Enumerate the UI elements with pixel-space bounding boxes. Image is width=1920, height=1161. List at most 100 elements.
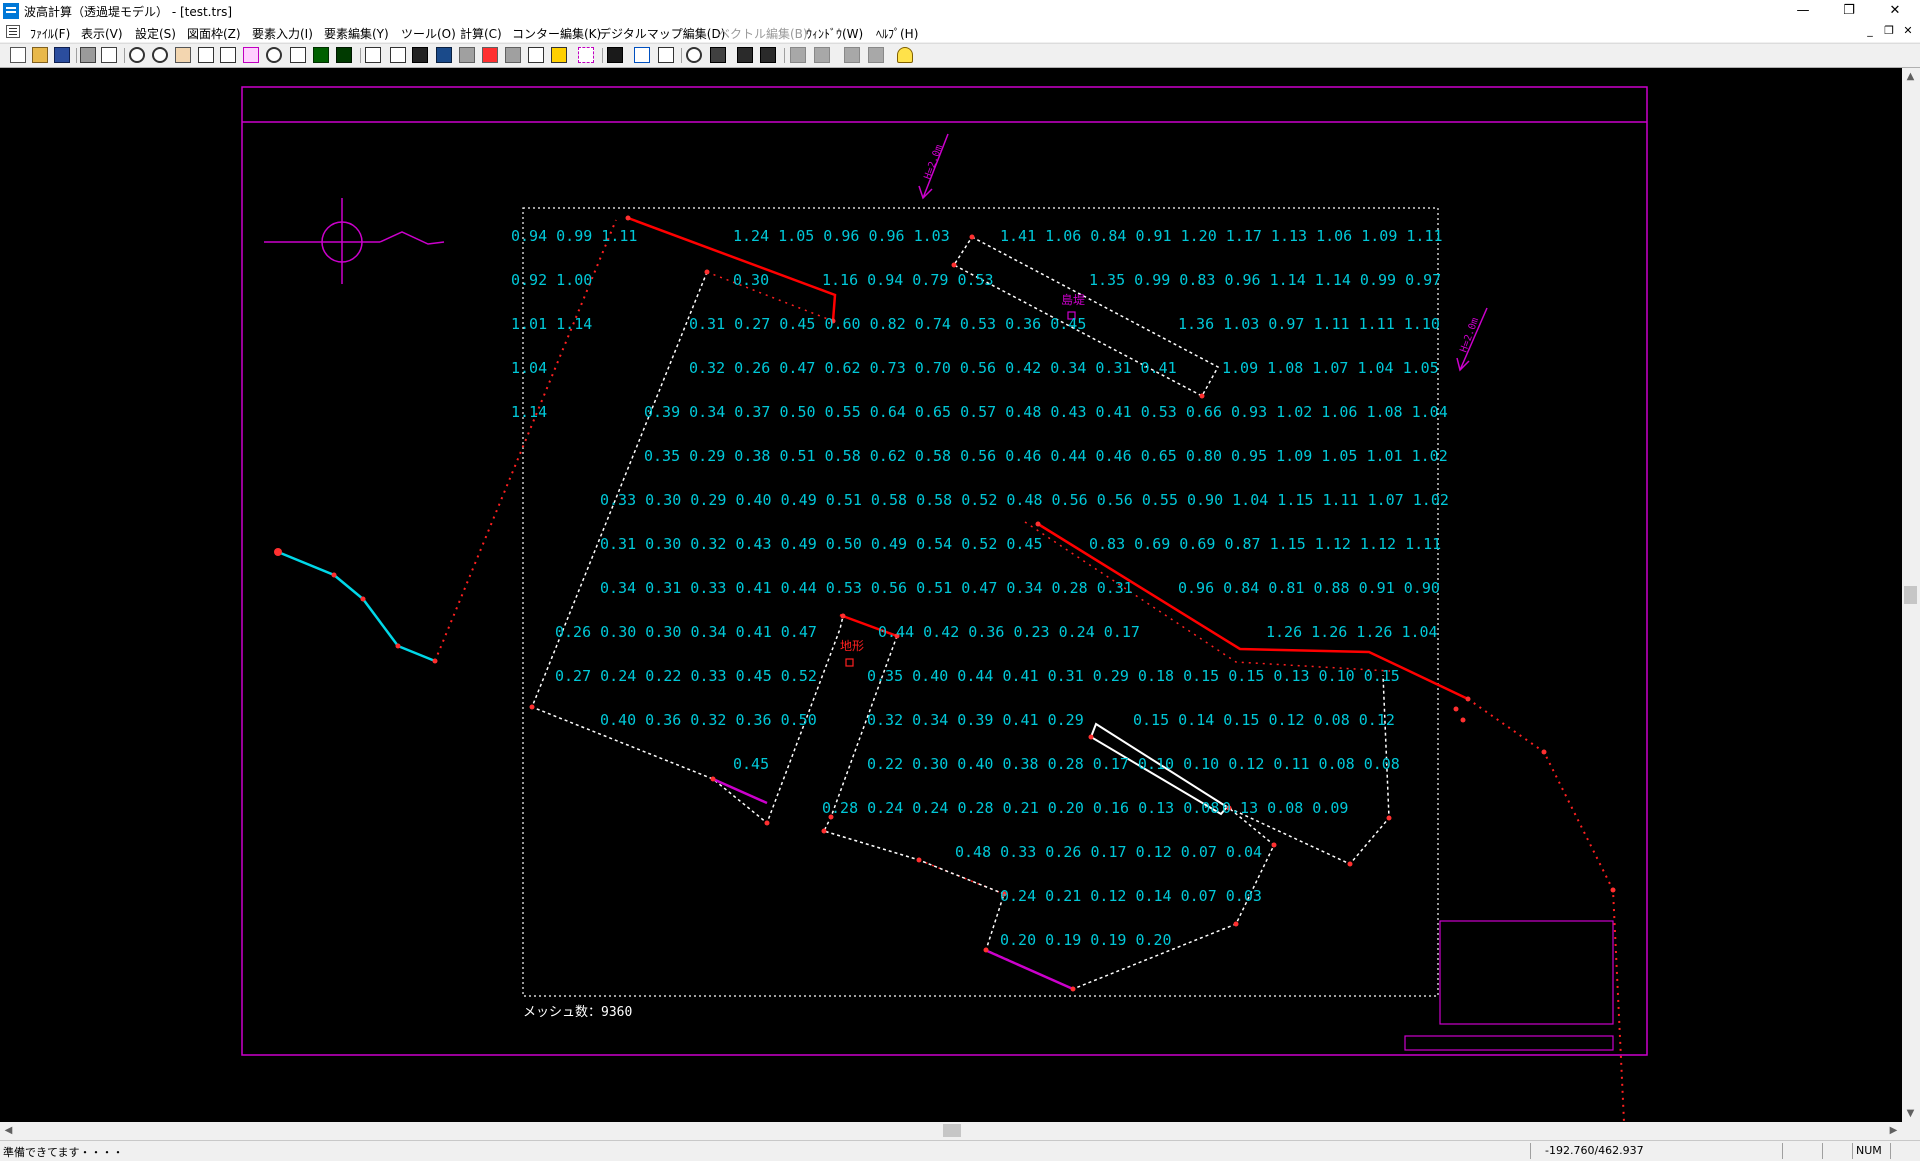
mdi-restore-button[interactable]: ❐ — [1884, 24, 1894, 37]
open-folder-icon[interactable] — [32, 47, 48, 63]
save-icon[interactable] — [54, 47, 70, 63]
color-map-icon[interactable] — [482, 47, 498, 63]
value-row-14b: 0.13 0.08 0.09 — [1222, 799, 1348, 817]
value-row-1b: 1.24 1.05 0.96 0.96 1.03 — [733, 227, 950, 245]
grid-green-icon[interactable] — [313, 47, 329, 63]
color-legend-icon[interactable] — [551, 47, 567, 63]
grid-dark-icon[interactable] — [336, 47, 352, 63]
gray-fill-icon[interactable] — [505, 47, 521, 63]
restore-button[interactable]: ❐ — [1843, 3, 1855, 18]
digital-map-icon[interactable] — [737, 47, 753, 63]
island-outline-right — [1228, 674, 1390, 865]
value-row-17: 0.20 0.19 0.19 0.20 — [1000, 931, 1172, 949]
close-button[interactable]: ✕ — [1889, 3, 1901, 18]
vector-tool-1-icon[interactable] — [790, 47, 806, 63]
terrain-outline-bottom — [822, 635, 1275, 990]
menu-contour-edit[interactable]: コンター編集(K) — [512, 27, 602, 41]
value-row-8b: 0.83 0.69 0.69 0.87 1.15 1.12 1.12 1.11 — [1089, 535, 1441, 553]
shoreline — [277, 550, 436, 663]
value-row-4c: 1.09 1.08 1.07 1.04 1.05 — [1222, 359, 1439, 377]
gray-block-icon[interactable] — [459, 47, 475, 63]
horizontal-scroll-thumb[interactable] — [943, 1124, 961, 1137]
layer-list-icon[interactable] — [528, 47, 544, 63]
drawing-frame — [241, 86, 1648, 1056]
vector-tool-2-icon[interactable] — [814, 47, 830, 63]
print-icon[interactable] — [80, 47, 96, 63]
dtc-icon[interactable] — [658, 47, 674, 63]
value-row-2c: 1.16 0.94 0.79 0.53 — [822, 271, 994, 289]
menu-help[interactable]: ﾍﾙﾌﾟ(H) — [876, 27, 919, 41]
scroll-left-arrow-icon[interactable]: ◀ — [4, 1125, 13, 1136]
value-row-5a: 1.14 — [511, 403, 547, 421]
vertical-scroll-thumb[interactable] — [1904, 586, 1917, 604]
boundary-dotted-right — [1467, 698, 1625, 1123]
island-breakwater-outline — [952, 236, 1220, 398]
menu-calculation[interactable]: 計算(C) — [460, 27, 502, 41]
drawing-canvas[interactable]: H=2.0m H=2.0m 島堤 地形 — [0, 68, 1902, 1123]
horizontal-scrollbar[interactable]: ◀ ▶ — [0, 1122, 1902, 1139]
menu-window[interactable]: ｳｨﾝﾄﾞｳ(W) — [806, 27, 864, 41]
print-preview-icon[interactable] — [101, 47, 117, 63]
help-icon[interactable] — [897, 47, 913, 63]
zoom-all-icon[interactable] — [198, 47, 214, 63]
mesh-icon[interactable] — [436, 47, 452, 63]
value-row-7: 0.33 0.30 0.29 0.40 0.49 0.51 0.58 0.58 … — [600, 491, 1449, 509]
menu-settings[interactable]: 設定(S) — [135, 27, 176, 41]
wave-height-drawing[interactable]: H=2.0m H=2.0m 島堤 地形 — [0, 68, 1902, 1123]
menu-file[interactable]: ﾌｧｲﾙ(F) — [30, 27, 71, 41]
scroll-up-arrow-icon[interactable]: ▲ — [1906, 71, 1915, 82]
contour-icon[interactable] — [686, 47, 702, 63]
title-block-box — [1439, 920, 1614, 1025]
value-row-3c: 1.36 1.03 0.97 1.11 1.11 1.10 — [1178, 315, 1440, 333]
toolbar — [0, 43, 1920, 68]
island-marker-icon — [1067, 311, 1076, 320]
cal-icon[interactable] — [634, 47, 650, 63]
minimize-button[interactable]: — — [1796, 3, 1810, 18]
menu-digital-map-edit[interactable]: デジタルマップ編集(D) — [599, 27, 726, 41]
detached-breakwater — [1089, 722, 1229, 816]
list-icon[interactable] — [365, 47, 381, 63]
scroll-right-arrow-icon[interactable]: ▶ — [1889, 1125, 1898, 1136]
menu-element-input[interactable]: 要素入力(I) — [252, 27, 313, 41]
pan-hand-icon[interactable] — [175, 47, 191, 63]
scroll-down-arrow-icon[interactable]: ▼ — [1906, 1108, 1915, 1119]
app-icon — [3, 3, 19, 19]
zoom-previous-icon[interactable] — [220, 47, 236, 63]
wave-label-2: H=2.0m — [1458, 316, 1481, 354]
breakwater-small — [839, 613, 898, 638]
menu-view[interactable]: 表示(V) — [81, 27, 123, 41]
contour-edit-icon[interactable] — [710, 47, 726, 63]
menu-tools[interactable]: ツール(O) — [401, 27, 456, 41]
document-icon[interactable] — [6, 25, 20, 38]
value-row-14a: 0.28 0.24 0.24 0.28 0.21 0.20 0.16 0.13 … — [822, 799, 1219, 817]
zoom-out-icon[interactable] — [152, 47, 168, 63]
vector-tool-4-icon[interactable] — [868, 47, 884, 63]
select-area-icon[interactable] — [578, 47, 594, 63]
vertical-scrollbar[interactable]: ▲ ▼ — [1902, 68, 1920, 1122]
breakwater-top — [627, 216, 837, 322]
terrain-label: 地形 — [840, 639, 864, 653]
digital-map-edit-icon[interactable] — [760, 47, 776, 63]
ruler-icon[interactable] — [290, 47, 306, 63]
value-row-1c: 1.41 1.06 0.84 0.91 1.20 1.17 1.13 1.06 … — [1000, 227, 1443, 245]
menu-drawing-frame[interactable]: 図面枠(Z) — [187, 27, 241, 41]
terrain-outline-left — [531, 271, 844, 825]
wave-direction-arrow-1 — [918, 133, 949, 200]
zoom-in-icon[interactable] — [129, 47, 145, 63]
value-row-6: 0.35 0.29 0.38 0.51 0.58 0.62 0.58 0.56 … — [644, 447, 1448, 465]
zoom-fit-icon[interactable] — [266, 47, 282, 63]
menu-element-edit[interactable]: 要素編集(Y) — [324, 27, 389, 41]
value-row-11b: 0.35 0.40 0.44 0.41 0.31 0.29 0.18 0.15 … — [867, 667, 1400, 685]
vector-tool-3-icon[interactable] — [844, 47, 860, 63]
mdi-close-button[interactable]: ✕ — [1903, 24, 1913, 37]
calc-run-icon[interactable] — [607, 47, 623, 63]
hatch-icon[interactable] — [412, 47, 428, 63]
wave-direction-arrow-2 — [1456, 307, 1488, 372]
coordinate-readout: -192.760/462.937 — [1530, 1143, 1675, 1159]
image-frame-icon[interactable] — [390, 47, 406, 63]
value-row-8a: 0.31 0.30 0.32 0.43 0.49 0.50 0.49 0.54 … — [600, 535, 1043, 553]
menu-vector-edit[interactable]: ベクトル編集(B) — [718, 27, 808, 41]
mdi-minimize-button[interactable]: _ — [1867, 24, 1873, 37]
zoom-window-icon[interactable] — [243, 47, 259, 63]
new-file-icon[interactable] — [10, 47, 26, 63]
